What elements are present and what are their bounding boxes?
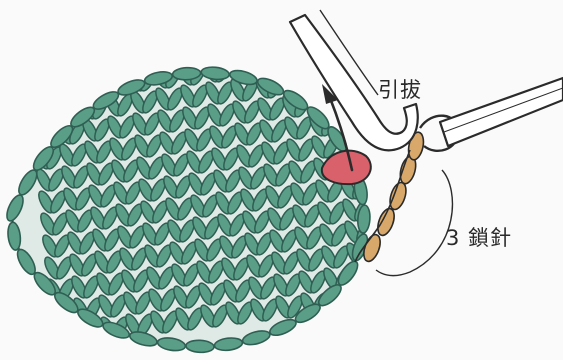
stitch-right (36, 57, 56, 83)
stitch-right (211, 36, 231, 62)
stitch-left (276, 49, 296, 75)
stitch-right (86, 51, 106, 77)
stitch-left (99, 48, 119, 74)
stitch-left (49, 54, 69, 80)
stitch-left (24, 57, 44, 83)
stitch-left (149, 42, 169, 68)
stitch-right (288, 49, 308, 75)
stitch-left (251, 52, 271, 78)
stitch-left (174, 39, 194, 65)
stitch-left (51, 76, 71, 102)
stitch-left (76, 73, 96, 99)
stitch-left (74, 51, 94, 77)
stitch-left (53, 98, 73, 124)
stitch-right (263, 52, 283, 78)
slip-stitch-label: 引拔 (378, 74, 422, 104)
stitch-right (40, 101, 60, 127)
stitch-right (136, 45, 156, 71)
stitch-left (224, 33, 244, 59)
stitch-left (199, 36, 219, 62)
stitch-right (60, 321, 80, 347)
stitch-right (261, 30, 281, 56)
stitch-left (124, 45, 144, 71)
chain-stitch (375, 206, 398, 237)
stitch-left (28, 101, 48, 127)
stitch-left (26, 79, 46, 105)
rim-stitch (186, 340, 215, 353)
stitch-right (336, 21, 356, 47)
stitch-right (111, 48, 131, 74)
chain-3-label: 3 鎖針 (446, 222, 512, 252)
stitch-right (236, 33, 256, 59)
stitch-right (186, 39, 206, 65)
stitch-left (30, 123, 50, 149)
stitch-right (358, 263, 378, 289)
stitch-right (61, 54, 81, 80)
hook-shaft-icon (440, 78, 563, 146)
stitch-right (360, 285, 380, 311)
stitch-left (274, 27, 294, 53)
stitch-left (348, 285, 368, 311)
stitch-right (63, 76, 83, 102)
stitch-left (48, 321, 68, 347)
stitch-right (161, 42, 181, 68)
stitch-right (38, 79, 58, 105)
stitch-left (249, 30, 269, 56)
